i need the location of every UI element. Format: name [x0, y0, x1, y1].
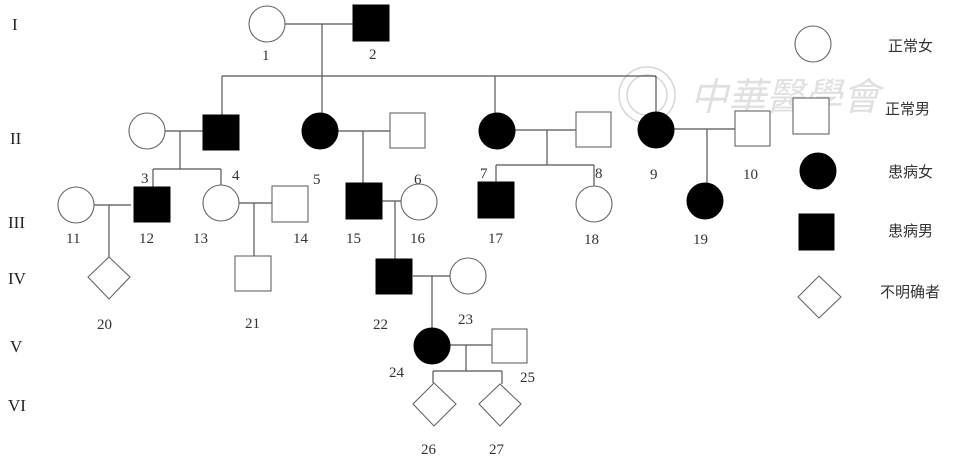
label-22: 22: [373, 317, 388, 333]
label-7: 7: [480, 166, 488, 182]
label-20: 20: [97, 317, 112, 333]
label-13: 13: [193, 231, 208, 247]
individual-26-unknown-sex: [412, 382, 457, 427]
legend-label-normal-female: 正常女: [888, 37, 933, 55]
watermark-text: 中華醫學會: [690, 75, 885, 119]
label-12: 12: [139, 231, 154, 247]
generation-label-II: II: [10, 129, 22, 148]
generation-label-III: III: [8, 213, 25, 232]
label-11: 11: [66, 231, 80, 247]
individual-II-normal-male: [734, 110, 771, 147]
generation-label-V: V: [10, 337, 23, 356]
individual-2-affected-male: [352, 4, 390, 42]
legend-affected-female-icon: [799, 152, 837, 190]
legend-label-affected-female: 患病女: [888, 163, 933, 181]
individual-25-normal-male: [491, 328, 528, 364]
individual-20-unknown-sex: [87, 256, 131, 300]
individual-22-affected-male: [375, 258, 413, 295]
label-3: 3: [141, 171, 149, 187]
individual-1-normal-female: [248, 5, 286, 43]
individuals: [57, 4, 771, 427]
individual-13-normal-female: [202, 184, 240, 222]
generation-label-IV: IV: [8, 269, 27, 288]
label-18: 18: [584, 232, 599, 248]
label-25: 25: [520, 370, 535, 386]
label-9: 9: [650, 167, 658, 183]
individual-II-spouse-normal-female: [128, 112, 166, 150]
label-10: 10: [743, 167, 758, 183]
individual-21-normal-male: [234, 255, 272, 292]
label-19: 19: [693, 232, 708, 248]
individual-18-normal-female: [575, 185, 613, 223]
individual-19-affected-female: [686, 182, 724, 220]
label-15: 15: [346, 231, 361, 247]
legend-affected-male-icon: [798, 213, 835, 251]
label-27: 27: [489, 442, 505, 458]
label-23: 23: [458, 312, 473, 328]
individual-II-affected-male: [202, 114, 240, 151]
individual-17-affected-male: [477, 181, 515, 219]
legend-label-normal-male: 正常男: [885, 100, 930, 118]
individual-24-affected-female: [413, 327, 451, 365]
label-26: 26: [421, 442, 437, 458]
legend-label-affected-male: 患病男: [888, 222, 933, 240]
legend: 正常女 正常男 患病女 患病男 不明确者: [792, 25, 940, 319]
connector-lines: [94, 23, 735, 384]
label-14: 14: [293, 231, 309, 247]
individual-II-normal-male: [389, 112, 426, 149]
label-16: 16: [410, 231, 426, 247]
label-1: 1: [262, 48, 270, 64]
individual-II-affected-female: [301, 112, 339, 150]
individual-II-affected-female: [637, 111, 675, 149]
label-24: 24: [389, 365, 405, 381]
label-5: 5: [313, 172, 321, 188]
legend-normal-female-icon: [794, 25, 832, 63]
watermark-seal-inner: [626, 74, 668, 116]
legend-label-unknown: 不明确者: [880, 283, 940, 301]
watermark: 中華醫學會: [618, 66, 885, 124]
generation-labels: I II III IV V VI: [8, 15, 27, 415]
individual-14-normal-male: [271, 185, 309, 223]
individual-15-affected-male: [345, 182, 383, 220]
individual-11-normal-female: [57, 186, 95, 224]
label-8: 8: [595, 166, 603, 182]
generation-label-I: I: [12, 15, 18, 34]
legend-normal-male-icon: [792, 97, 830, 135]
label-6: 6: [414, 172, 422, 188]
label-21: 21: [245, 316, 260, 332]
legend-unknown-icon: [797, 275, 842, 319]
label-4: 4: [232, 168, 240, 184]
generation-label-VI: VI: [8, 396, 26, 415]
individual-27-unknown-sex: [478, 383, 522, 427]
individual-II-affected-female: [478, 112, 516, 150]
individual-12-affected-male: [133, 186, 171, 223]
number-labels: 1 2 3 4 5 6 7 8 9 10 11 12 13 14 15 16 1…: [66, 47, 758, 458]
individual-23-normal-female: [449, 257, 487, 295]
individual-16-normal-female: [400, 183, 438, 221]
individual-II-normal-male: [575, 111, 612, 148]
label-17: 17: [488, 231, 504, 247]
label-2: 2: [369, 47, 377, 63]
